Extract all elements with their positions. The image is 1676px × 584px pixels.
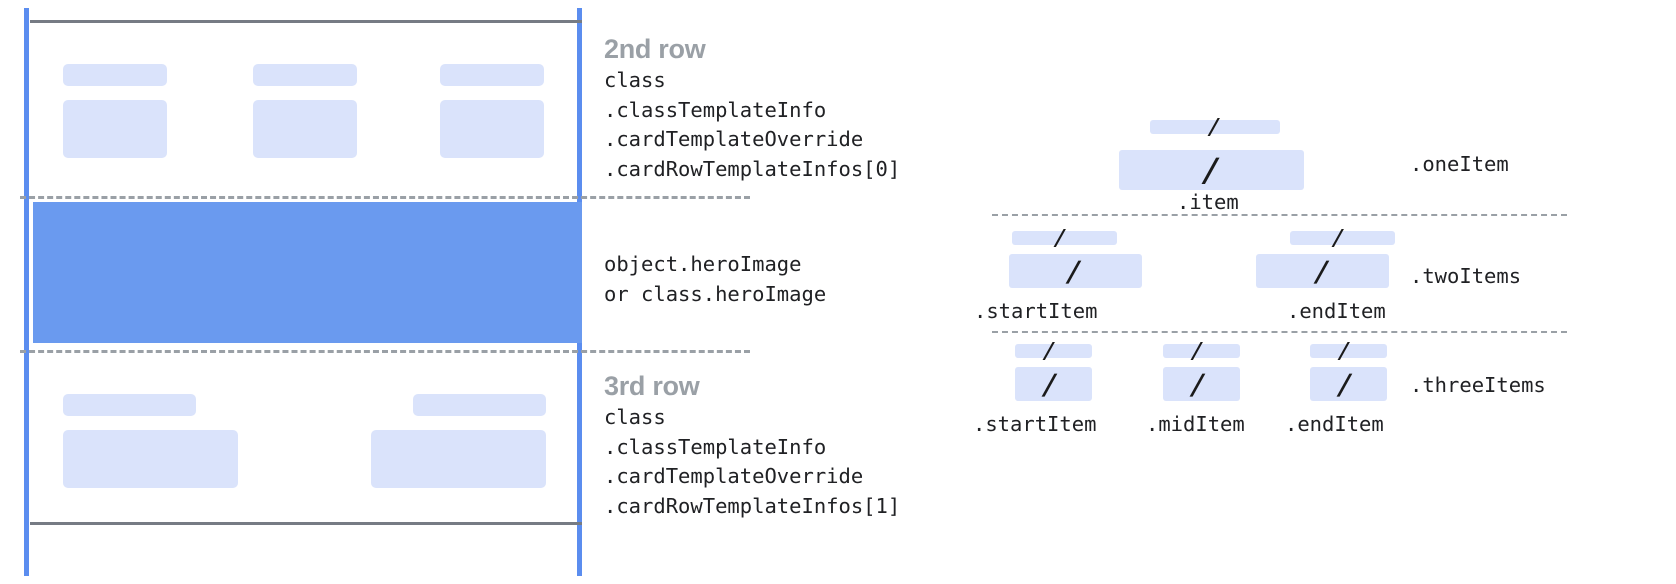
variant-label-three-items: .threeItems: [1410, 373, 1546, 397]
annotation-third-row-title: 3rd row: [604, 371, 700, 401]
card-bottom-border: [30, 522, 582, 525]
card-template-diagram: [0, 0, 750, 584]
card-left-edge-rail: [24, 8, 29, 576]
variant-divider-lower: [992, 331, 1567, 333]
second-row-field-2-label: [253, 64, 357, 86]
annotation-third-row-code: class .classTemplateInfo .cardTemplateOv…: [604, 405, 901, 518]
one-item-label-chip: [1150, 120, 1280, 134]
three-items-start-sub-label: .startItem: [973, 412, 1097, 436]
card-top-border: [30, 20, 582, 23]
one-item-value-slash: /: [1199, 151, 1222, 189]
one-item-value-chip: [1119, 150, 1304, 190]
third-row-field-1-label: [63, 394, 196, 416]
two-items-end-value-chip: [1256, 254, 1389, 288]
third-row-field-2-label: [413, 394, 546, 416]
one-item-label-slash: /: [1205, 115, 1222, 140]
annotation-hero-image: object.heroImage or class.heroImage: [604, 250, 826, 309]
three-items-start-value-chip: [1015, 367, 1092, 401]
three-items-start-value-slash: /: [1039, 368, 1060, 401]
one-item-sub-label: .item: [1177, 190, 1239, 214]
third-row-field-2-value: [371, 430, 546, 488]
annotation-second-row: 2nd row class .classTemplateInfo .cardTe…: [604, 32, 900, 184]
item-variants-diagram: / / .item .oneItem / / .startItem / / .e…: [955, 0, 1676, 584]
second-row-field-3-label: [440, 64, 544, 86]
variant-label-two-items: .twoItems: [1410, 264, 1522, 288]
second-row-field-1-label: [63, 64, 167, 86]
two-items-start-value-chip: [1009, 254, 1142, 288]
two-items-end-label-slash: /: [1329, 226, 1346, 251]
two-items-start-value-slash: /: [1063, 255, 1084, 288]
three-items-end-sub-label: .endItem: [1285, 412, 1384, 436]
three-items-end-label-slash: /: [1335, 339, 1352, 364]
row-divider-lower: [20, 350, 750, 353]
two-items-end-label-chip: [1290, 231, 1395, 245]
second-row-field-2-value: [253, 100, 357, 158]
three-items-mid-label-slash: /: [1188, 339, 1205, 364]
third-row-field-1-value: [63, 430, 238, 488]
annotation-hero-image-code: object.heroImage or class.heroImage: [604, 252, 827, 306]
two-items-start-label-slash: /: [1051, 226, 1068, 251]
two-items-start-sub-label: .startItem: [974, 299, 1098, 323]
variant-divider-upper: [992, 214, 1567, 216]
variant-label-one-item: .oneItem: [1410, 152, 1509, 176]
annotation-second-row-code: class .classTemplateInfo .cardTemplateOv…: [604, 68, 901, 181]
three-items-start-label-chip: [1015, 344, 1092, 358]
second-row-field-1-value: [63, 100, 167, 158]
three-items-mid-sub-label: .midItem: [1146, 412, 1245, 436]
three-items-start-label-slash: /: [1040, 339, 1057, 364]
three-items-mid-value-chip: [1163, 367, 1240, 401]
row-divider-upper: [20, 196, 750, 199]
two-items-end-sub-label: .endItem: [1287, 299, 1386, 323]
three-items-end-value-chip: [1310, 367, 1387, 401]
annotation-second-row-title: 2nd row: [604, 34, 706, 64]
two-items-start-label-chip: [1012, 231, 1117, 245]
annotation-third-row: 3rd row class .classTemplateInfo .cardTe…: [604, 369, 900, 521]
two-items-end-value-slash: /: [1311, 255, 1332, 288]
three-items-mid-label-chip: [1163, 344, 1240, 358]
three-items-mid-value-slash: /: [1187, 368, 1208, 401]
three-items-end-value-slash: /: [1334, 368, 1355, 401]
hero-image-band: [33, 202, 582, 343]
three-items-end-label-chip: [1310, 344, 1387, 358]
second-row-field-3-value: [440, 100, 544, 158]
